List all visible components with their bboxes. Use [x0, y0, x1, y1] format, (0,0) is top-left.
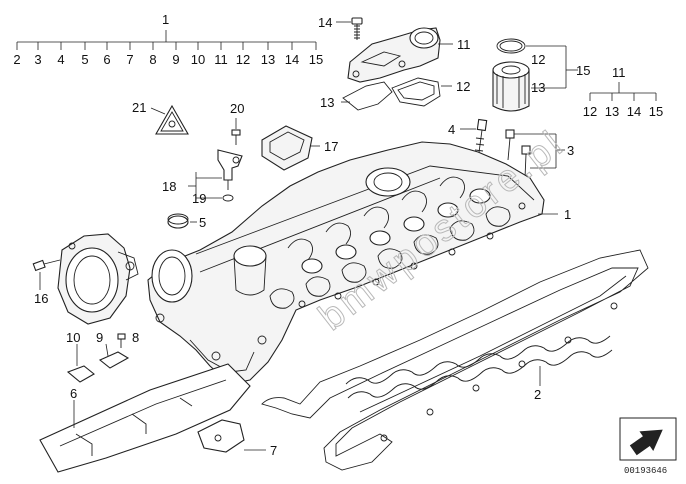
warning-sign-group: 21 [132, 100, 189, 135]
callout-1-right: 1 [564, 207, 571, 222]
callout-11-right: 11 [612, 65, 626, 80]
index-tree-11: 11 12 13 14 15 [583, 65, 663, 119]
next-page-button[interactable] [619, 417, 677, 461]
callout-12-right: 12 [531, 52, 545, 67]
callout-14: 14 [318, 15, 332, 30]
index-row1-label-10: 10 [191, 52, 205, 67]
o-ring-12-icon [496, 38, 526, 54]
index-row2-label-14: 14 [627, 104, 641, 119]
index-row2-label-15: 15 [649, 104, 663, 119]
gasket-13-icon [342, 81, 393, 111]
callout-15-right: 15 [576, 63, 590, 78]
bolt-16-icon [32, 259, 61, 272]
callout-11-top: 11 [457, 37, 471, 52]
callout-9: 9 [96, 330, 103, 345]
index-row1-label-13: 13 [261, 52, 275, 67]
callout-12-left: 12 [456, 79, 470, 94]
callout-5: 5 [199, 215, 206, 230]
callout-13-left: 13 [320, 95, 334, 110]
callout-1-top: 1 [162, 12, 169, 27]
callout-18: 18 [162, 179, 176, 194]
throttle-housing-icon [57, 233, 139, 325]
index-row1-label-14: 14 [285, 52, 299, 67]
callout-20: 20 [230, 101, 244, 116]
callout-3: 3 [567, 143, 574, 158]
o-ring-19-icon [222, 194, 234, 202]
small-parts-group: 10 9 8 [66, 330, 139, 383]
index-row1-label-3: 3 [34, 52, 41, 67]
gasket-set-2-icon [261, 249, 649, 471]
sensor-18-icon [217, 149, 243, 190]
warning-triangle-icon [155, 104, 189, 135]
sensor-housing-icon [347, 27, 441, 83]
cap-17-group: 17 [261, 125, 338, 171]
bracket-7-group: 7 [197, 419, 277, 458]
index-row2-label-13: 13 [605, 104, 619, 119]
bolt-3-group: 3 [505, 129, 574, 179]
cylinder-head-cover-icon [147, 141, 545, 385]
heat-shield-6-icon [39, 363, 251, 473]
cap-17-icon [261, 125, 313, 171]
bracket-9-icon [98, 351, 130, 369]
index-row1-label-9: 9 [172, 52, 179, 67]
sensor-housing-group: 14 11 13 12 [318, 15, 471, 111]
index-row1-label-11: 11 [214, 52, 228, 67]
callout-19: 19 [192, 191, 206, 206]
plug-5-icon [167, 215, 189, 229]
index-row1-label-6: 6 [103, 52, 110, 67]
callout-17: 17 [324, 139, 338, 154]
callout-13-right: 13 [531, 80, 545, 95]
callout-4: 4 [448, 122, 455, 137]
index-row2-label-12: 12 [583, 104, 597, 119]
index-row1-label-4: 4 [57, 52, 64, 67]
callout-2: 2 [534, 387, 541, 402]
callout-6: 6 [70, 386, 77, 401]
callout-21: 21 [132, 100, 146, 115]
screw-20-icon [231, 129, 241, 145]
callout-16: 16 [34, 291, 48, 306]
throttle-housing-group: 16 [32, 233, 139, 325]
filter-group: 12 13 15 [492, 38, 590, 112]
callout-7: 7 [270, 443, 277, 458]
index-row1-label-5: 5 [81, 52, 88, 67]
index-row1-label-12: 12 [236, 52, 250, 67]
index-row1-label-15: 15 [309, 52, 323, 67]
screw-8-icon [117, 333, 126, 348]
filter-13-icon [492, 61, 530, 112]
bolt-3b-icon [521, 145, 531, 179]
clip-10-icon [66, 365, 95, 383]
bracket-7-icon [197, 419, 245, 453]
gasket-12-icon [391, 77, 441, 107]
arrow-icon [629, 429, 663, 456]
callout-10: 10 [66, 330, 80, 345]
bolt-14-icon [351, 17, 363, 40]
callout-8: 8 [132, 330, 139, 345]
index-row1-label-2: 2 [13, 52, 20, 67]
index-row1-label-7: 7 [126, 52, 133, 67]
plug-5-group: 5 [167, 213, 206, 230]
sensor-group: 20 18 19 [162, 101, 244, 206]
index-row1-label-8: 8 [149, 52, 156, 67]
heat-shield-6-group: 6 [39, 363, 251, 473]
document-id: 00193646 [624, 466, 667, 476]
